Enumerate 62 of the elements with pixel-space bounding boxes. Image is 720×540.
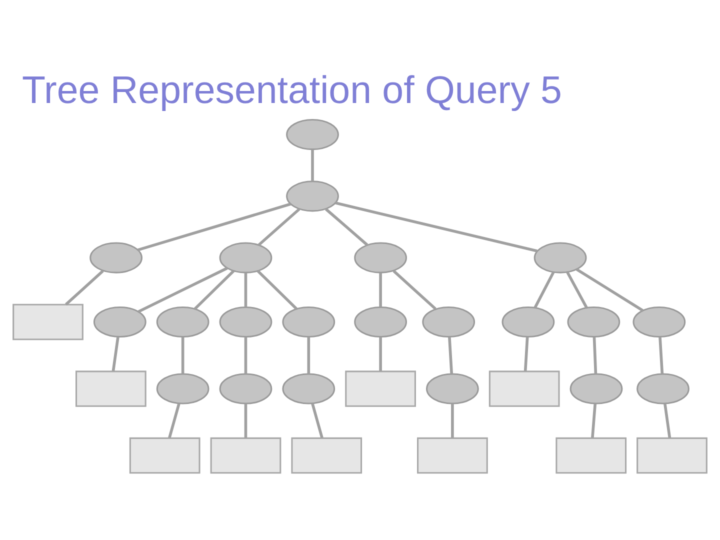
connector [244, 404, 248, 438]
connector [244, 336, 248, 374]
node-ellipse [632, 306, 686, 338]
connector [311, 403, 324, 438]
connector [576, 268, 644, 312]
node-ellipse [282, 373, 336, 404]
node-box [345, 370, 416, 407]
node-ellipse [422, 306, 476, 338]
connector [311, 150, 314, 182]
connector [138, 202, 292, 252]
node-box [417, 437, 488, 474]
node-ellipse [93, 306, 146, 338]
node-ellipse [282, 306, 336, 338]
connector [168, 403, 180, 438]
connector [524, 336, 529, 372]
node-box [488, 370, 560, 407]
connector [335, 202, 538, 252]
node-box [210, 437, 282, 474]
node-ellipse [570, 373, 623, 404]
node-ellipse [636, 373, 690, 404]
connector [591, 404, 597, 438]
connector [451, 404, 454, 438]
connector [664, 403, 672, 438]
node-ellipse [219, 373, 272, 404]
node-ellipse [286, 180, 339, 212]
connector [256, 270, 298, 310]
node-ellipse [156, 306, 210, 338]
diagram-title: Tree Representation of Query 5 [22, 69, 562, 112]
connector [65, 270, 104, 306]
node-ellipse [502, 306, 555, 338]
node-ellipse [156, 373, 210, 404]
node-box [129, 437, 200, 474]
node-box [636, 437, 708, 474]
node-ellipse [354, 306, 407, 338]
node-ellipse [286, 119, 339, 150]
connector [244, 272, 248, 308]
node-box [291, 437, 362, 474]
node-box [12, 304, 84, 340]
node-ellipse [354, 242, 407, 274]
connector [566, 271, 588, 308]
connector [658, 336, 664, 374]
node-box [75, 370, 146, 407]
node-ellipse [567, 306, 620, 338]
connector [194, 270, 235, 310]
connector [112, 336, 120, 372]
connector [307, 336, 310, 374]
node-ellipse [219, 242, 272, 274]
connector [592, 336, 598, 374]
connector [392, 270, 436, 310]
connector [379, 336, 382, 372]
connector [181, 336, 184, 374]
node-ellipse [426, 373, 479, 404]
connector [379, 272, 382, 308]
node-box [556, 437, 627, 474]
connector [138, 266, 228, 313]
node-ellipse [219, 306, 272, 338]
node-ellipse [534, 242, 587, 274]
connector [258, 208, 300, 246]
node-ellipse [90, 242, 142, 274]
connector [448, 336, 454, 374]
connector [325, 208, 368, 246]
connector [534, 272, 555, 308]
